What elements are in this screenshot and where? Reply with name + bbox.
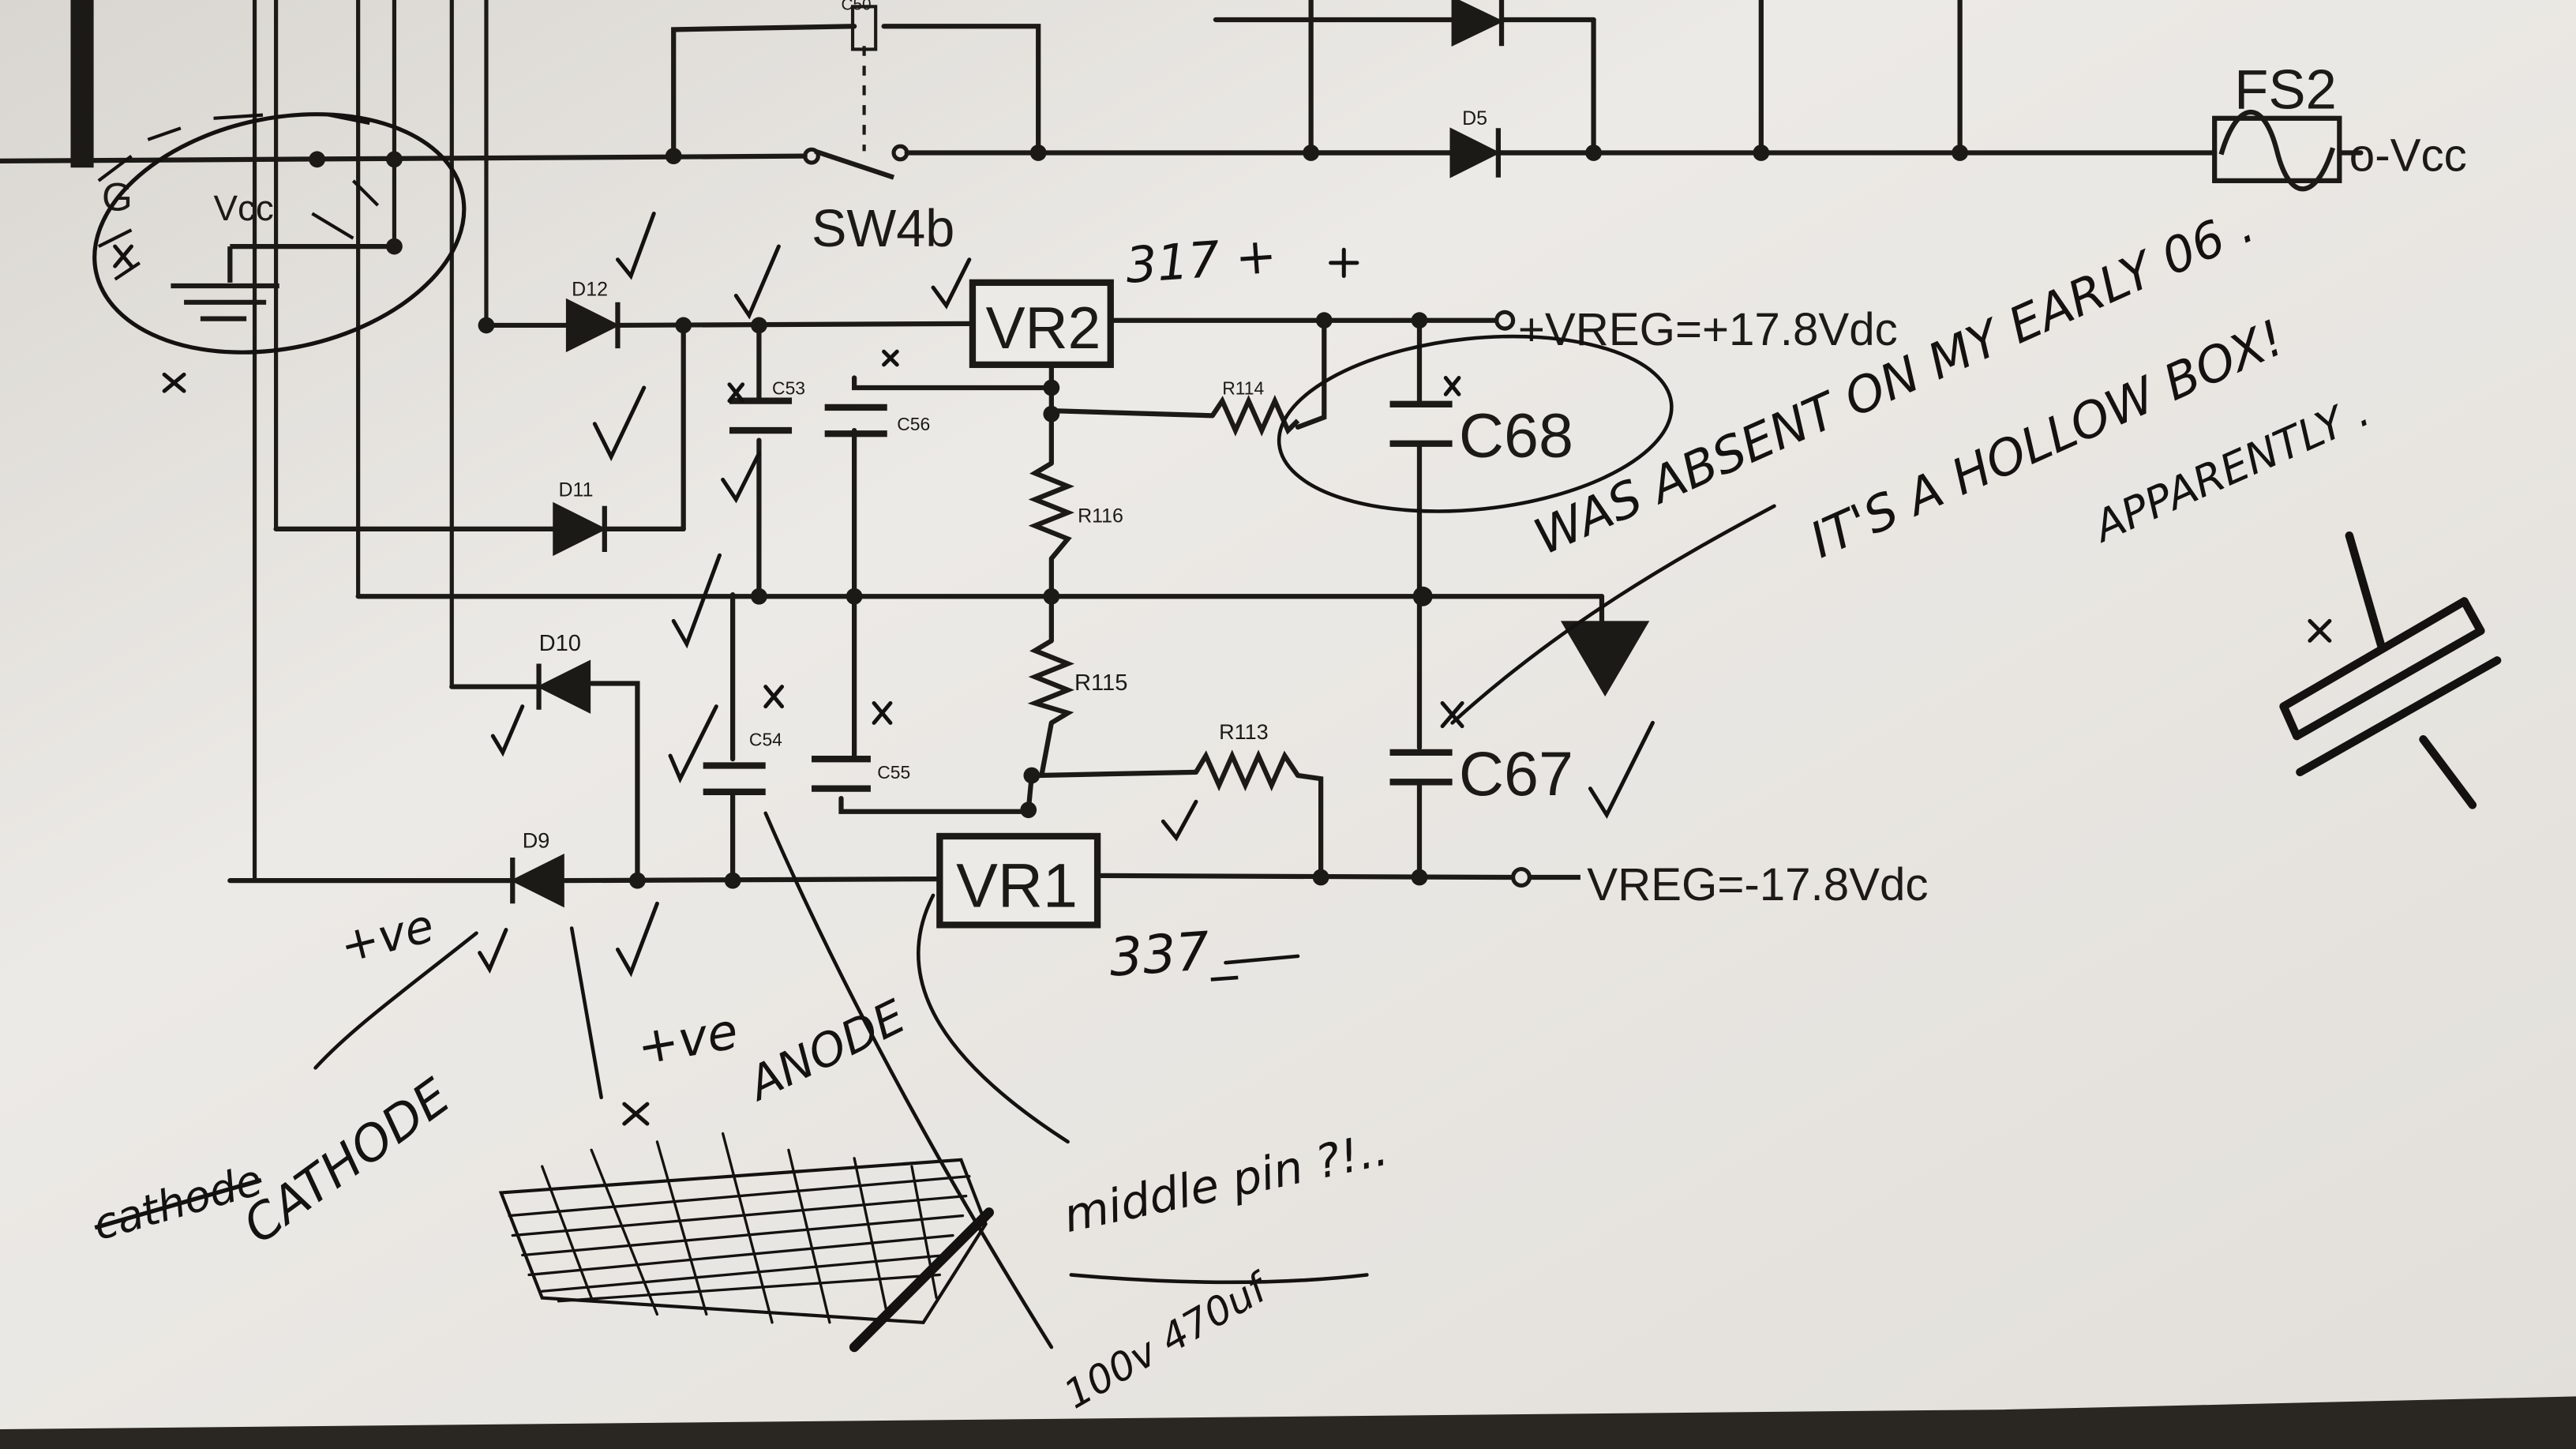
left-frame-lines [70,0,489,880]
vcc-output-label: o-Vcc [2349,130,2467,181]
capacitor-c54 [703,762,766,795]
reg-top-part-note: 317 + [1124,227,1279,295]
vreg-neg-output: VREG=-17.8Vdc [1510,859,1929,910]
vreg-pos-output: +VREG=+17.8Vdc [1494,304,1898,355]
c55-label: C55 [877,762,910,783]
d5-label: D5 [1462,107,1487,130]
d10-label: D10 [539,631,581,656]
vr1-label: VR1 [956,850,1078,920]
resistor-r114: R114 [1210,377,1300,437]
handwritten-notes [313,334,2502,1353]
capacitor-c67 [1389,749,1453,786]
resistor-r116: R116 [1028,461,1123,561]
diode-d11 [553,501,607,557]
r114-label: R114 [1222,377,1264,398]
check-and-x-marks [113,211,2332,1126]
resistor-r115: R115 [1027,638,1127,726]
ground-symbol [1560,621,1650,697]
switch-sw4b: C50 SW4b [803,0,954,258]
gnd-vcc-block: G Vcc [92,112,467,355]
vreg-neg-label: VREG=-17.8Vdc [1587,859,1928,910]
schematic-wires [0,0,2364,884]
diode-d12 [565,298,621,353]
diode-d5 [1449,0,1505,178]
d12-label: D12 [572,278,608,300]
c53-label: C53 [772,377,805,398]
d11-label: D11 [559,479,594,501]
c50-label: C50 [841,0,871,13]
vr2-label: VR2 [986,295,1101,361]
c54-label: C54 [749,730,782,750]
reg-bottom-part-note: 337_ [1107,918,1238,989]
capacitor-c68 [1389,400,1453,447]
diode-d10 [536,659,591,714]
fs2-label: FS2 [2234,58,2337,120]
r113-label: R113 [1219,720,1269,744]
vcc-left-label: Vcc [214,188,274,228]
resistor-r113: R113 [1194,720,1300,792]
r115-label: R115 [1074,670,1127,696]
capacitor-c55 [812,756,871,792]
diode-d9 [510,853,564,908]
capacitor-c53 [729,397,793,434]
junction-dots [309,145,1969,889]
c56-label: C56 [897,414,930,434]
fuse-fs2: FS2 o-Vcc [2212,58,2467,192]
regulator-vr1: VR1 [936,832,1101,929]
capacitor-c56 [824,404,887,437]
d9-label: D9 [523,829,550,853]
vreg-pos-label: +VREG=+17.8Vdc [1518,304,1898,355]
r116-label: R116 [1078,505,1123,527]
regulator-vr2: VR2 [969,279,1114,369]
sw4b-label: SW4b [812,200,954,258]
c68-label: C68 [1459,400,1573,470]
c67-label: C67 [1459,738,1573,809]
